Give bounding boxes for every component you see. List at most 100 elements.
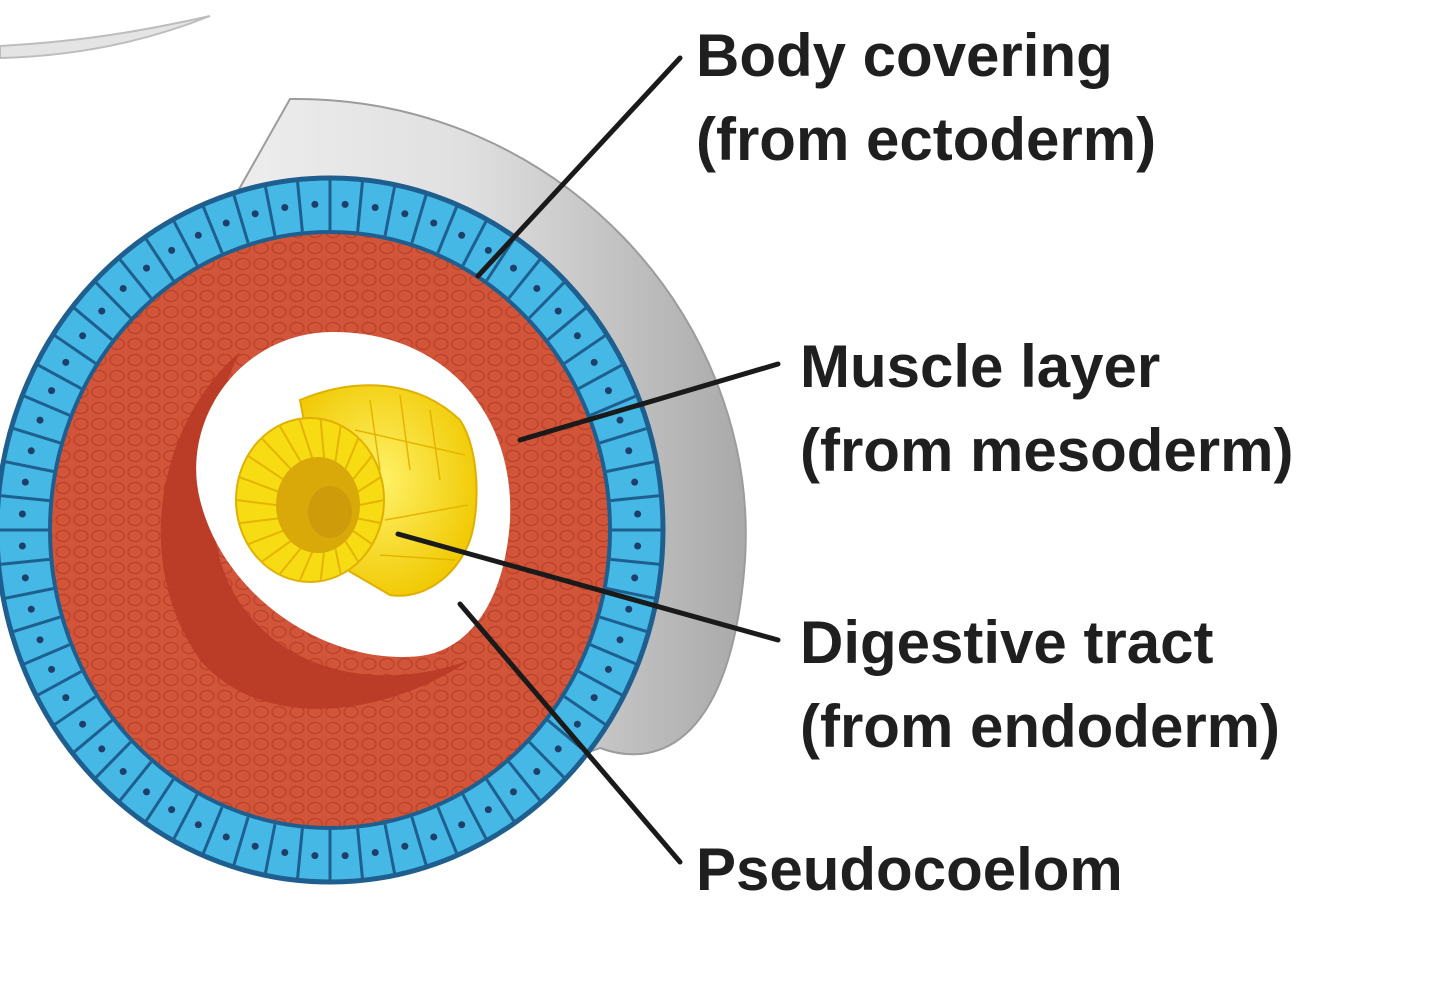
ectoderm-nucleus bbox=[311, 200, 319, 208]
ectoderm-cell-wall bbox=[10, 426, 61, 445]
ectoderm-nucleus bbox=[119, 284, 127, 292]
ectoderm-cell-wall bbox=[263, 823, 277, 876]
label-body-covering-line1: Body covering bbox=[696, 22, 1113, 89]
ectoderm-nucleus bbox=[533, 284, 541, 292]
ectoderm-nucleus bbox=[625, 605, 633, 613]
leader-muscle-layer bbox=[517, 361, 781, 443]
ectoderm-nucleus bbox=[36, 636, 44, 644]
tract-cell-wall bbox=[238, 517, 278, 525]
ectoderm-cell-wall bbox=[231, 816, 250, 868]
ectoderm-nucleus bbox=[430, 833, 438, 841]
tract-cell-wall bbox=[298, 418, 313, 458]
ectoderm-cell-wall bbox=[577, 670, 625, 698]
ectoderm-nucleus bbox=[616, 636, 624, 644]
ectoderm-nucleus bbox=[554, 745, 562, 753]
ectoderm-cell-wall bbox=[93, 280, 132, 319]
ectoderm-nucleus bbox=[222, 833, 230, 841]
ectoderm-cell-wall bbox=[410, 192, 429, 244]
ectoderm-nucleus bbox=[27, 605, 35, 613]
ectoderm-cell-wall bbox=[356, 179, 365, 232]
ectoderm-cell-wall bbox=[231, 192, 250, 244]
label-digestive-tract-line2: (from endoderm) bbox=[800, 693, 1280, 760]
label-muscle-layer-line1: Muscle layer bbox=[800, 333, 1161, 400]
ectoderm-cell-wall bbox=[0, 557, 50, 566]
tract-cell-wall bbox=[352, 530, 373, 546]
ectoderm-cell-wall bbox=[599, 615, 650, 634]
tract-cell-wall bbox=[235, 499, 277, 506]
ectoderm-nucleus bbox=[62, 358, 70, 366]
ectoderm-nucleus bbox=[604, 665, 612, 673]
ectoderm-cell-wall bbox=[383, 184, 397, 237]
ectoderm-cell-wall bbox=[436, 204, 459, 254]
ectoderm-nucleus bbox=[194, 821, 202, 829]
ectoderm-cell-wall bbox=[71, 719, 113, 755]
ectoderm-nucleus bbox=[509, 264, 517, 272]
ectoderm-cell-wall bbox=[201, 806, 224, 856]
ectoderm-nucleus bbox=[616, 416, 624, 424]
tract-cell-wall bbox=[344, 540, 360, 563]
ectoderm-nucleus bbox=[18, 542, 26, 550]
ectoderm-cell-wall bbox=[171, 218, 199, 267]
label-pseudocoelom-line1: Pseudocoelom bbox=[696, 836, 1123, 903]
ectoderm-cell-wall bbox=[528, 280, 567, 319]
ectoderm-nucleus bbox=[62, 694, 70, 702]
ectoderm-nucleus bbox=[631, 574, 639, 582]
ectoderm-nucleus bbox=[281, 848, 289, 856]
ectoderm-nucleus bbox=[36, 416, 44, 424]
tract-cell-wall bbox=[334, 425, 342, 462]
tract-cell-wall bbox=[247, 530, 284, 546]
ectoderm-nucleus bbox=[533, 768, 541, 776]
ectoderm-nucleus bbox=[371, 204, 379, 212]
tract-cell-wall bbox=[247, 454, 284, 480]
ectoderm-nucleus bbox=[18, 510, 26, 518]
ectoderm-nucleus bbox=[371, 848, 379, 856]
ectoderm-nucleus bbox=[143, 264, 151, 272]
leader-digestive-tract bbox=[395, 531, 781, 643]
ectoderm-cell-wall bbox=[383, 823, 397, 876]
tract-cell-wall bbox=[358, 517, 382, 525]
ectoderm-cell-wall bbox=[295, 179, 304, 232]
label-pseudocoelom: Pseudocoelom bbox=[696, 828, 1123, 912]
ectoderm-nucleus bbox=[458, 231, 466, 239]
tract-cell-wall bbox=[352, 455, 374, 480]
ectoderm-nucleus bbox=[21, 478, 29, 486]
ectoderm-cell-wall bbox=[563, 695, 608, 727]
ectoderm-cell-wall bbox=[52, 333, 97, 365]
ectoderm-cell-wall bbox=[52, 695, 97, 727]
label-body-covering: Body covering (from ectoderm) bbox=[696, 14, 1156, 182]
ectoderm-cell-wall bbox=[35, 670, 83, 698]
ectoderm-cell-wall bbox=[606, 587, 657, 601]
ectoderm-cell-wall bbox=[461, 793, 489, 842]
ectoderm-nucleus bbox=[590, 694, 598, 702]
ectoderm-cell-wall bbox=[577, 362, 625, 390]
ectoderm-nucleus bbox=[573, 720, 581, 728]
ectoderm-nucleus bbox=[401, 842, 409, 850]
ectoderm-cell-wall bbox=[485, 778, 517, 824]
ectoderm-nucleus bbox=[341, 200, 349, 208]
ectoderm-cell-wall bbox=[528, 741, 567, 780]
ectoderm-nucleus bbox=[590, 358, 598, 366]
ectoderm-nucleus bbox=[509, 788, 517, 796]
ectoderm-nucleus bbox=[573, 332, 581, 340]
label-body-covering-line2: (from ectoderm) bbox=[696, 106, 1157, 173]
tract-cell-wall bbox=[319, 552, 325, 582]
ectoderm-cell-wall bbox=[21, 643, 71, 667]
ectoderm-cell-wall bbox=[71, 305, 113, 341]
ectoderm-nucleus bbox=[634, 510, 642, 518]
ectoderm-cell-wall bbox=[3, 459, 54, 473]
ectoderm-cell-wall bbox=[201, 204, 224, 254]
ectoderm-cell-wall bbox=[117, 760, 153, 804]
ectoderm-cell-wall bbox=[295, 828, 304, 881]
ectoderm-nucleus bbox=[98, 307, 106, 315]
ectoderm-cell-wall bbox=[93, 741, 132, 780]
label-digestive-tract: Digestive tract (from endoderm) bbox=[800, 601, 1280, 769]
ectoderm-nucleus bbox=[48, 387, 56, 395]
ectoderm-nucleus bbox=[251, 210, 259, 218]
ectoderm-nucleus bbox=[79, 332, 87, 340]
ectoderm-cell-wall bbox=[117, 256, 153, 300]
ectoderm-nucleus bbox=[281, 204, 289, 212]
ectoderm-nucleus bbox=[21, 574, 29, 582]
ectoderm-cell-wall bbox=[21, 393, 71, 417]
ectoderm-nucleus bbox=[98, 745, 106, 753]
ectoderm-nucleus bbox=[79, 720, 87, 728]
